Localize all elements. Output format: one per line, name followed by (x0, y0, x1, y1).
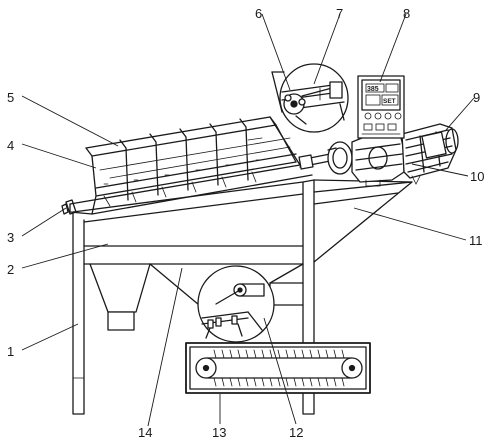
label-13: 13 (212, 425, 226, 440)
drive-shaft (298, 153, 331, 170)
main-frame (72, 179, 315, 415)
motor (401, 123, 459, 185)
conveyor (185, 342, 371, 394)
gearbox (351, 133, 405, 187)
detail-circle-lower (197, 265, 275, 343)
screen-drum (69, 116, 313, 215)
label-11: 11 (469, 233, 483, 248)
detail-circle-upper (271, 63, 349, 133)
label-12: 12 (289, 425, 303, 440)
inlet-nozzle (61, 199, 77, 215)
panel-display-1: 385 (367, 86, 379, 93)
label-10: 10 (470, 169, 484, 184)
coupling (327, 141, 353, 175)
label-8: 8 (403, 6, 410, 21)
conveyor-teeth (213, 349, 345, 387)
part-labels: 1 2 3 4 5 6 7 8 9 10 11 12 13 14 (7, 6, 484, 440)
label-2: 2 (7, 262, 14, 277)
panel-display-2: SET (383, 98, 396, 105)
label-14: 14 (138, 425, 152, 440)
label-4: 4 (7, 138, 14, 153)
label-7: 7 (336, 6, 343, 21)
motor-support (313, 179, 413, 263)
label-6: 6 (255, 6, 262, 21)
label-9: 9 (473, 90, 480, 105)
label-3: 3 (7, 230, 14, 245)
label-1: 1 (7, 344, 14, 359)
label-5: 5 (7, 90, 14, 105)
hopper (89, 263, 151, 331)
leader-lines (21, 13, 475, 427)
control-panel: 385 SET (357, 75, 405, 139)
